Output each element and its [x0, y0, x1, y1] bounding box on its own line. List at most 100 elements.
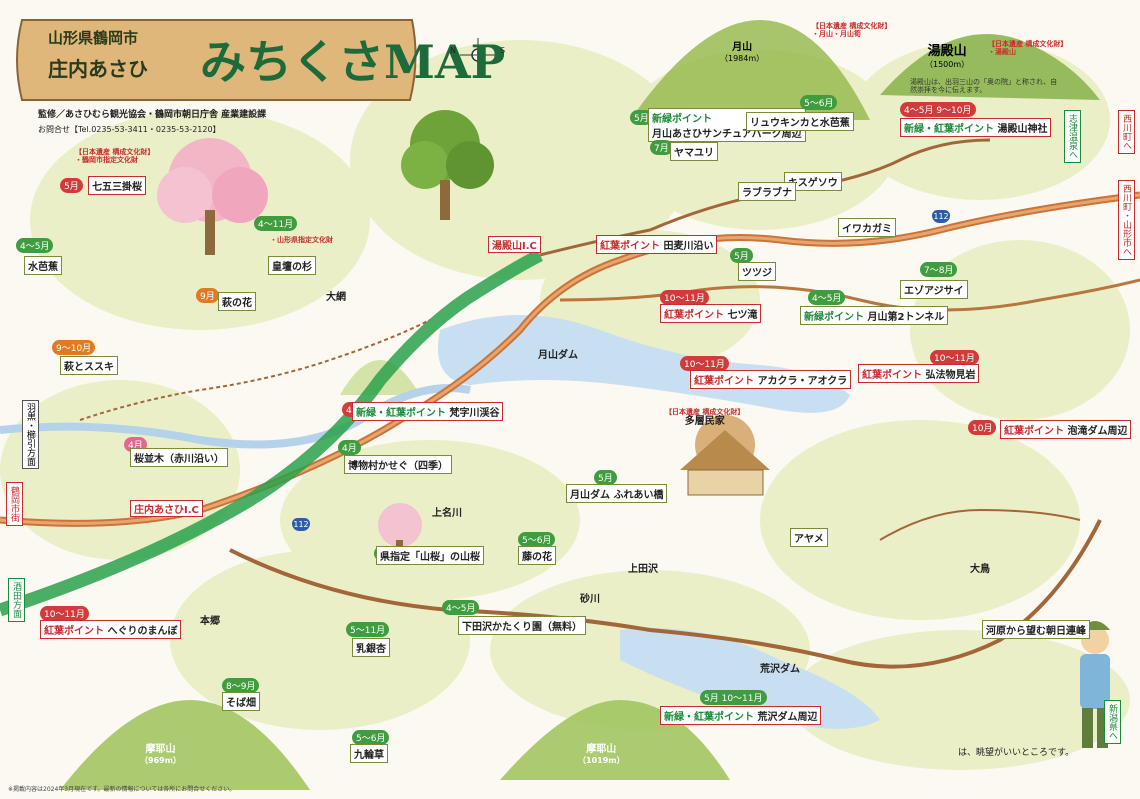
season-ginkgo: 5〜11月 — [346, 622, 390, 637]
spot-bonosawa[interactable]: 新緑・紅葉ポイント 梵字川渓谷 — [352, 402, 504, 421]
spot-name: 月山あさひサンチュアパーク周辺 — [652, 129, 802, 140]
legend-viewpoint: は、眺望がいいところです。 — [958, 748, 1075, 758]
mayasan-label: 摩耶山 （1019m） — [578, 740, 625, 766]
spot-name: 泡滝ダム周辺 — [1067, 426, 1128, 437]
farmhouse-name: 多層民家 — [684, 416, 725, 428]
spot-name: 梵字川渓谷 — [449, 408, 500, 419]
spot-tag: 紅葉ポイント — [600, 241, 660, 252]
farmhouse-designation: 【日本遺産 構成文化財】 — [665, 408, 745, 416]
spot-katakuri[interactable]: 下田沢かたくり園（無料） — [458, 616, 586, 635]
spot-hegurinomanbo[interactable]: 紅葉ポイント へぐりのまんぼ — [40, 620, 182, 639]
spot-fuji[interactable]: 藤の花 — [518, 546, 556, 565]
spot-hagi-susuki[interactable]: 萩とススキ — [60, 356, 118, 375]
season-yamayuri: 7月 — [650, 140, 673, 155]
spot-sakura-namiki[interactable]: 桜並木（赤川沿い） — [130, 448, 228, 467]
season-kobo: 10〜11月 — [930, 350, 979, 365]
title-board-shape — [16, 19, 417, 101]
spot-name: 弘法物見岩 — [925, 370, 976, 381]
direction-nishikawa: 西川町へ — [1118, 110, 1135, 154]
shichigosan-designation: 【日本遺産 構成文化財】 ・鶴岡市指定文化財 — [75, 148, 154, 165]
spot-tunnel[interactable]: 新緑ポイント 月山第2トンネル — [800, 306, 949, 325]
spot-name: 七五三掛桜 — [92, 182, 142, 193]
shonai-asahi-ic[interactable]: 庄内あさひI.C — [130, 500, 203, 517]
gassan-sub-line: ・月山・月山筍 — [812, 30, 861, 39]
gassan-label: 月山 （1984m） — [720, 38, 764, 64]
spot-name: 水芭蕉 — [28, 262, 58, 273]
designation-line: ・山形県指定文化財 — [270, 236, 333, 244]
spot-yamazakura[interactable]: 県指定「山桜」の山桜 — [376, 546, 484, 565]
season-hakubutsu: 4月 — [338, 440, 361, 455]
spot-yamayuri[interactable]: ヤマユリ — [670, 142, 718, 161]
season-ryukinka: 5〜6月 — [800, 95, 838, 110]
spot-name: 県指定「山桜」の山桜 — [380, 552, 480, 563]
spot-akakura[interactable]: 紅葉ポイント アカクラ・アオクラ — [690, 370, 852, 389]
spot-arasawa[interactable]: 新緑・紅葉ポイント 荒沢ダム周辺 — [660, 706, 822, 725]
spot-name: ヤマユリ — [674, 148, 714, 159]
spot-rabrabra[interactable]: ラブラブナ — [738, 182, 796, 201]
spot-kisugetsu[interactable]: キスゲソウ — [784, 172, 842, 191]
spot-name: ラブラブナ — [742, 188, 792, 199]
prefecture-city-label: 山形県鶴岡市 — [48, 29, 139, 47]
spot-name: 藤の花 — [522, 552, 552, 563]
direction-niigata: 新潟県へ — [1104, 700, 1121, 744]
spot-name: 湯殿山神社 — [997, 124, 1048, 135]
spot-name: キスゲソウ — [788, 178, 838, 189]
spot-kobo[interactable]: 紅葉ポイント 弘法物見岩 — [858, 364, 980, 383]
route-112-shield-2: 112 — [292, 518, 310, 531]
spot-ajisai[interactable]: エゾアジサイ — [900, 280, 968, 299]
spot-tag: 紅葉ポイント — [44, 626, 104, 637]
spot-name: 河原から望む朝日連峰 — [986, 626, 1086, 637]
spot-soba[interactable]: そば畑 — [222, 692, 260, 711]
season-hagi: 9月 — [196, 288, 219, 303]
kamiyamachi-label: 上名川 — [432, 508, 462, 519]
yudono-designation-line: 【日本遺産 構成文化財】 — [988, 40, 1068, 48]
ubasugi-designation: ・山形県指定文化財 — [270, 236, 333, 244]
yudono-mountain-shape — [880, 34, 1100, 100]
spot-name: 桜並木（赤川沿い） — [134, 454, 224, 465]
spot-ayame[interactable]: アヤメ — [790, 528, 828, 547]
spot-asahi-renpo[interactable]: 河原から望む朝日連峰 — [982, 620, 1090, 639]
spot-hakubutsu[interactable]: 博物村かせぐ（四季） — [344, 455, 452, 474]
yudono-label: 湯殿山 （1500m） — [925, 40, 969, 70]
oami-label: 大網 — [326, 292, 346, 303]
spot-name: 博物村かせぐ（四季） — [348, 461, 448, 472]
spot-hagi[interactable]: 萩の花 — [218, 292, 256, 311]
spot-tag: 紅葉ポイント — [694, 376, 754, 387]
contact-line: お問合せ【Tel.0235-53-3411・0235-53-2120】 — [38, 125, 221, 134]
spot-iwakagami[interactable]: イワカガミ — [838, 218, 896, 237]
spot-fureai-bridge[interactable]: 月山ダム ふれあい橋 — [566, 484, 668, 503]
spot-tsutsuji[interactable]: ツツジ — [738, 262, 776, 281]
designation-line: 【日本遺産 構成文化財】 — [75, 148, 155, 156]
spot-tamugigawa[interactable]: 紅葉ポイント 田麦川沿い — [596, 235, 718, 254]
spot-kurinba[interactable]: 九輪草 — [350, 744, 388, 763]
season-hakkyou: 10月 — [968, 420, 997, 435]
yudonosan-ic[interactable]: 湯殿山I.C — [488, 236, 541, 253]
spot-ryukinka[interactable]: リュウキンカと水芭蕉 — [746, 112, 854, 131]
spot-name: 月山ダム ふれあい橋 — [570, 490, 664, 501]
route-112-shield-1: 112 — [932, 210, 950, 223]
season-hegurinomanbo: 10〜11月 — [40, 606, 89, 621]
taihoku-label: 砂川 — [580, 594, 600, 605]
sanmori-height: （969m） — [140, 756, 182, 765]
spot-name: エゾアジサイ — [904, 286, 964, 297]
spot-mizubasho[interactable]: 水芭蕉 — [24, 256, 62, 275]
spot-nanatsutaki[interactable]: 紅葉ポイント 七ツ滝 — [660, 304, 762, 323]
oshima-label: 大鳥 — [970, 564, 990, 575]
season-shiyoko: 5月 — [594, 470, 617, 485]
yudono-sanroku-label: 摩耶山 （969m） — [140, 740, 181, 766]
map-title: みちくさMAP — [200, 35, 506, 89]
gassan-name: 月山 — [732, 42, 753, 53]
spot-yudono-shrine[interactable]: 新緑・紅葉ポイント 湯殿山神社 — [900, 118, 1052, 137]
season-ajisai: 7〜8月 — [920, 262, 958, 277]
direction-shizu: 志津温泉へ — [1064, 110, 1081, 163]
spot-shichigosan-sakura[interactable]: 七五三掛桜 — [88, 176, 146, 195]
spot-name: 下田沢かたくり園（無料） — [462, 622, 582, 633]
expressway — [0, 249, 543, 617]
spot-ubasugi[interactable]: 皇壇の杉 — [268, 256, 316, 275]
spot-tag: 新緑・紅葉ポイント — [904, 124, 994, 135]
direction-tsuruoka: 鶴岡市街 — [6, 482, 23, 526]
maya-name: 摩耶山 — [586, 744, 617, 755]
spot-ginkgo[interactable]: 乳銀杏 — [352, 638, 390, 657]
spot-hakkyou-dam[interactable]: 紅葉ポイント 泡滝ダム周辺 — [1000, 420, 1132, 439]
spot-tag: 新緑・紅葉ポイント — [356, 408, 446, 419]
